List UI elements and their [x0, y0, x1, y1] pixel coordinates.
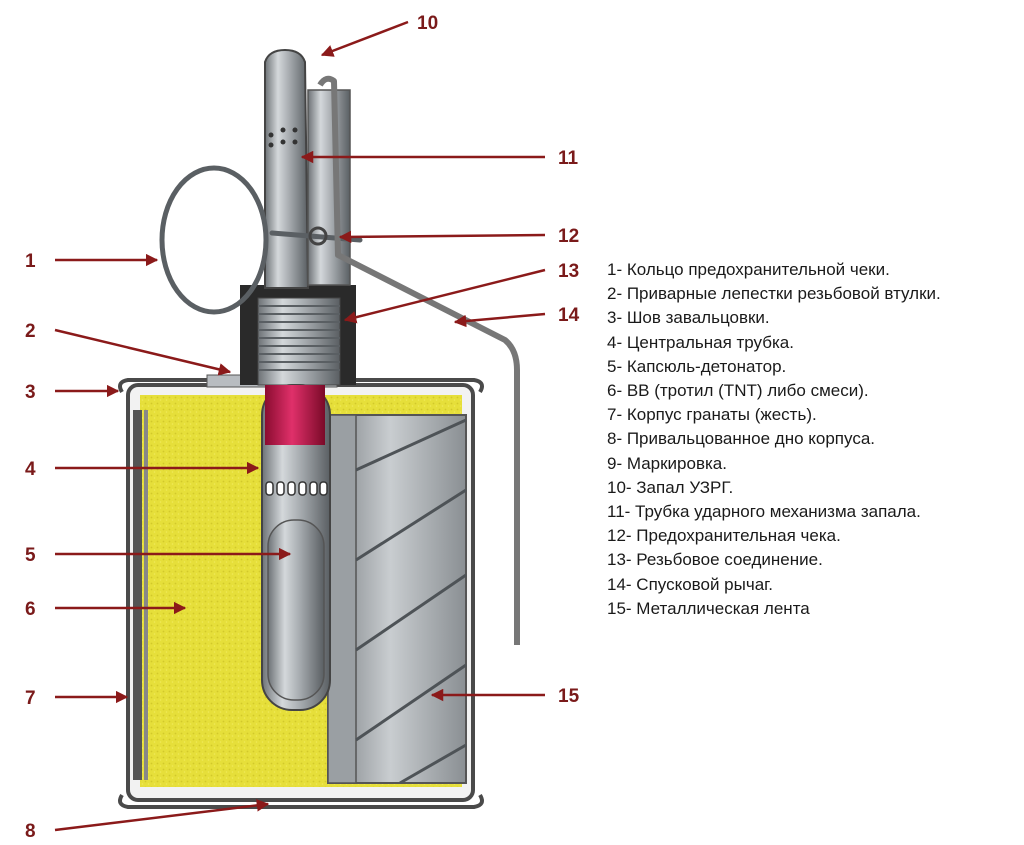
callout-6: 6	[25, 599, 36, 620]
callout-14: 14	[558, 305, 580, 326]
callout-2: 2	[25, 321, 36, 342]
legend-item: 15- Металлическая лента	[607, 598, 810, 618]
rolled-bottom	[118, 793, 484, 809]
fuse	[264, 48, 351, 289]
legend-item: 13- Резьбовое соединение.	[607, 550, 823, 570]
callout-numbers: 10 11 12 13 14 1 2 3 4 5 6 7 8 15	[25, 13, 580, 842]
callout-15: 15	[558, 686, 580, 707]
legend-item: 1- Кольцо предохранительной чеки.	[607, 260, 890, 279]
callout-arrows	[54, 20, 546, 832]
legend: 1- Кольцо предохранительной чеки. 2- При…	[607, 258, 1017, 621]
central-tube	[261, 384, 331, 711]
legend-item: 11- Трубка ударного механизма запала.	[607, 502, 921, 522]
legend-item: 14- Спусковой рычаг.	[607, 574, 774, 594]
callout-8: 8	[25, 821, 36, 842]
detonator-charge	[265, 385, 325, 445]
metal-strip	[327, 414, 467, 785]
trigger-lever	[317, 75, 520, 645]
safety-ring	[159, 165, 269, 315]
callout-10: 10	[417, 13, 438, 34]
callout-4: 4	[25, 459, 36, 480]
callout-5: 5	[25, 545, 36, 566]
legend-item: 10- Запал УЗРГ.	[607, 477, 734, 497]
callout-1: 1	[25, 251, 36, 272]
legend-item: 4- Центральная трубка.	[607, 332, 794, 352]
legend-item: 3- Шов завальцовки.	[607, 308, 770, 328]
callout-7: 7	[25, 688, 36, 709]
legend-item: 12- Предохранительная чека.	[607, 526, 841, 546]
callout-13: 13	[558, 261, 579, 282]
legend-item: 2- Приварные лепестки резьбовой втулки.	[607, 284, 941, 304]
legend-item: 8- Привальцованное дно корпуса.	[607, 429, 875, 449]
legend-item: 7- Корпус гранаты (жесть).	[607, 405, 817, 425]
callout-11: 11	[558, 148, 579, 169]
callout-12: 12	[558, 226, 579, 247]
legend-item: 5- Капсюль-детонатор.	[607, 356, 787, 376]
callout-3: 3	[25, 382, 36, 403]
legend-item: 9- Маркировка.	[607, 453, 727, 473]
threaded-bushing	[206, 285, 356, 388]
legend-item: 6- ВВ (тротил (TNT) либо смеси).	[607, 381, 869, 401]
